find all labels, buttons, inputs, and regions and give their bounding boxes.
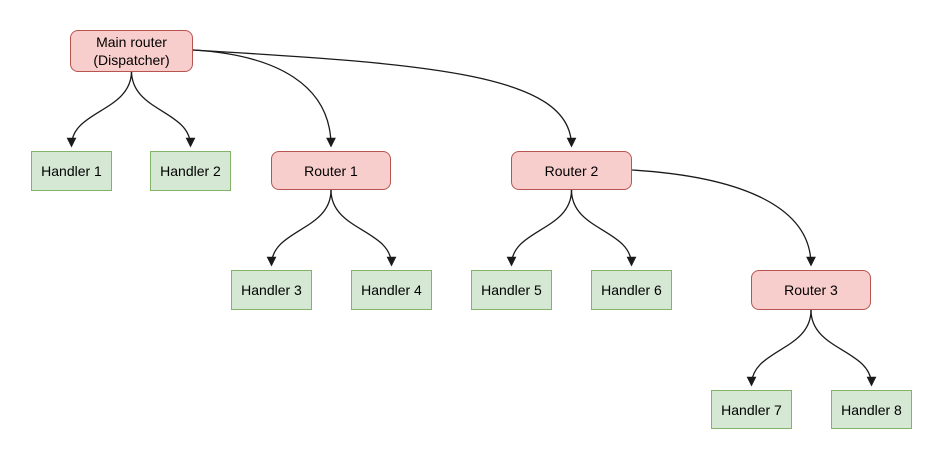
node-router-2: Router 2 [511, 151, 632, 190]
node-handler-1: Handler 1 [31, 151, 112, 191]
edge-main-router-to-handler-1 [66, 70, 133, 148]
node-handler-2-label: Handler 2 [160, 163, 221, 179]
node-handler-8: Handler 8 [831, 390, 912, 429]
node-handler-4-label: Handler 4 [361, 282, 422, 298]
node-handler-3-label: Handler 3 [241, 282, 302, 298]
node-handler-8-label: Handler 8 [841, 401, 902, 418]
node-router-2-label: Router 2 [544, 162, 599, 179]
edge-router-2-to-handler-6 [570, 189, 637, 267]
node-handler-5-label: Handler 5 [481, 282, 542, 298]
node-main-router: Main router (Dispatcher) [70, 30, 193, 72]
node-handler-6-label: Handler 6 [601, 282, 662, 298]
node-handler-7-label: Handler 7 [721, 401, 782, 418]
node-handler-3: Handler 3 [231, 270, 312, 310]
node-main-router-sublabel: (Dispatcher) [93, 52, 170, 68]
node-handler-7: Handler 7 [711, 390, 792, 429]
node-router-3: Router 3 [751, 270, 871, 310]
node-handler-5: Handler 5 [471, 270, 552, 310]
edge-main-router-to-handler-2 [130, 70, 196, 148]
node-handler-6: Handler 6 [591, 270, 672, 310]
node-main-router-label: Main router [96, 34, 167, 50]
edge-router-1-to-handler-4 [330, 189, 397, 267]
node-handler-1-label: Handler 1 [41, 163, 102, 179]
edge-router-2-to-handler-5 [506, 189, 573, 267]
edge-main-router-to-router-2 [192, 49, 577, 148]
edge-router-3-to-handler-7 [746, 309, 812, 387]
node-handler-4: Handler 4 [351, 270, 432, 310]
node-handler-2: Handler 2 [150, 151, 231, 191]
edge-main-router-to-router-1 [192, 49, 336, 148]
edge-router-2-to-router-3 [631, 169, 816, 267]
node-router-1-label: Router 1 [304, 162, 358, 179]
edge-router-1-to-handler-3 [266, 189, 332, 267]
node-router-1: Router 1 [271, 151, 391, 190]
node-router-3-label: Router 3 [784, 282, 838, 298]
edge-router-3-to-handler-8 [810, 309, 877, 387]
